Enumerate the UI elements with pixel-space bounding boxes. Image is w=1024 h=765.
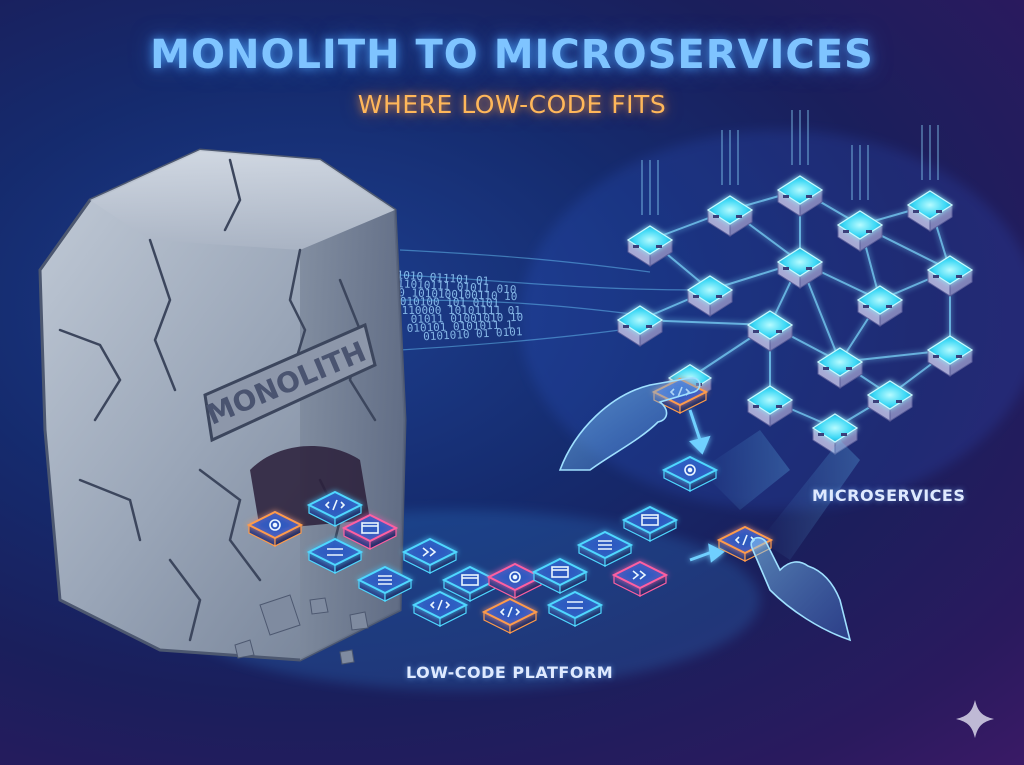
code-stream-line: 010100 101 0101 bbox=[400, 295, 500, 310]
low-code-tile bbox=[576, 530, 634, 567]
window-icon bbox=[551, 566, 569, 578]
chevrons-icon bbox=[422, 547, 437, 557]
low-code-tile bbox=[661, 455, 719, 492]
microservice-node bbox=[626, 225, 674, 267]
microservice-node bbox=[776, 247, 824, 289]
low-code-tile bbox=[306, 537, 364, 574]
sparkle-icon bbox=[956, 700, 994, 738]
code-icon bbox=[429, 599, 451, 611]
low-code-tile bbox=[531, 557, 589, 594]
stream-lines bbox=[399, 249, 701, 351]
code-stream-line: 010 1010100100110 10 bbox=[385, 286, 518, 304]
window-icon bbox=[641, 514, 659, 526]
low-code-tile bbox=[341, 513, 399, 550]
low-code-tile bbox=[246, 510, 304, 547]
low-code-tile bbox=[486, 562, 544, 599]
rubble bbox=[234, 594, 369, 665]
gear-icon bbox=[269, 519, 281, 531]
code-stream-line: 0110000 10101111 01 bbox=[395, 304, 521, 317]
microservice-node bbox=[706, 195, 754, 237]
microservice-node bbox=[816, 347, 864, 389]
code-icon bbox=[324, 499, 346, 511]
microservice-node bbox=[866, 380, 914, 422]
code-icon bbox=[499, 606, 521, 618]
hand-lower bbox=[750, 536, 852, 642]
list-icon bbox=[598, 540, 612, 550]
microservice-node bbox=[906, 190, 954, 232]
low-code-tile bbox=[621, 505, 679, 542]
low-code-tile bbox=[611, 560, 669, 597]
sliders-icon bbox=[327, 548, 343, 556]
microservice-node bbox=[746, 310, 794, 352]
hand-upper bbox=[558, 377, 701, 471]
low-code-platform-label: LOW-CODE PLATFORM bbox=[406, 663, 614, 682]
sliders-icon bbox=[567, 601, 583, 609]
light-beams bbox=[700, 430, 860, 560]
microservice-node bbox=[616, 305, 664, 347]
low-code-tile bbox=[356, 565, 414, 602]
microservice-node bbox=[856, 285, 904, 327]
low-code-tile bbox=[441, 565, 499, 602]
microservice-node bbox=[746, 385, 794, 427]
chevrons-icon bbox=[632, 570, 647, 580]
page-subtitle: WHERE LOW-CODE FITS bbox=[357, 90, 667, 119]
microservice-node bbox=[686, 275, 734, 317]
low-code-tile bbox=[546, 590, 604, 627]
microservice-node bbox=[926, 255, 974, 297]
code-stream-line: 01011 01001010 10 bbox=[411, 311, 524, 326]
page-title: MONOLITH TO MICROSERVICES bbox=[150, 32, 874, 78]
arrows bbox=[688, 409, 725, 563]
code-stream-line: 0101010 01 0101 bbox=[423, 325, 523, 343]
data-rain bbox=[641, 110, 939, 215]
microservice-node bbox=[811, 413, 859, 455]
low-code-tiles bbox=[246, 377, 774, 634]
window-icon bbox=[461, 574, 479, 586]
list-icon bbox=[378, 575, 392, 585]
low-code-tile bbox=[411, 590, 469, 627]
gear-icon bbox=[509, 571, 521, 583]
low-code-tile bbox=[481, 597, 539, 634]
code-stream-line: 010101 0101011 1 bbox=[406, 318, 512, 335]
microservice-node bbox=[836, 210, 884, 252]
microservices-label: MICROSERVICES bbox=[812, 486, 966, 505]
low-code-tile bbox=[306, 490, 364, 527]
microservice-node bbox=[926, 335, 974, 377]
low-code-tile bbox=[401, 537, 459, 574]
gear-icon bbox=[684, 464, 696, 476]
window-icon bbox=[361, 522, 379, 534]
microservice-node bbox=[776, 175, 824, 217]
